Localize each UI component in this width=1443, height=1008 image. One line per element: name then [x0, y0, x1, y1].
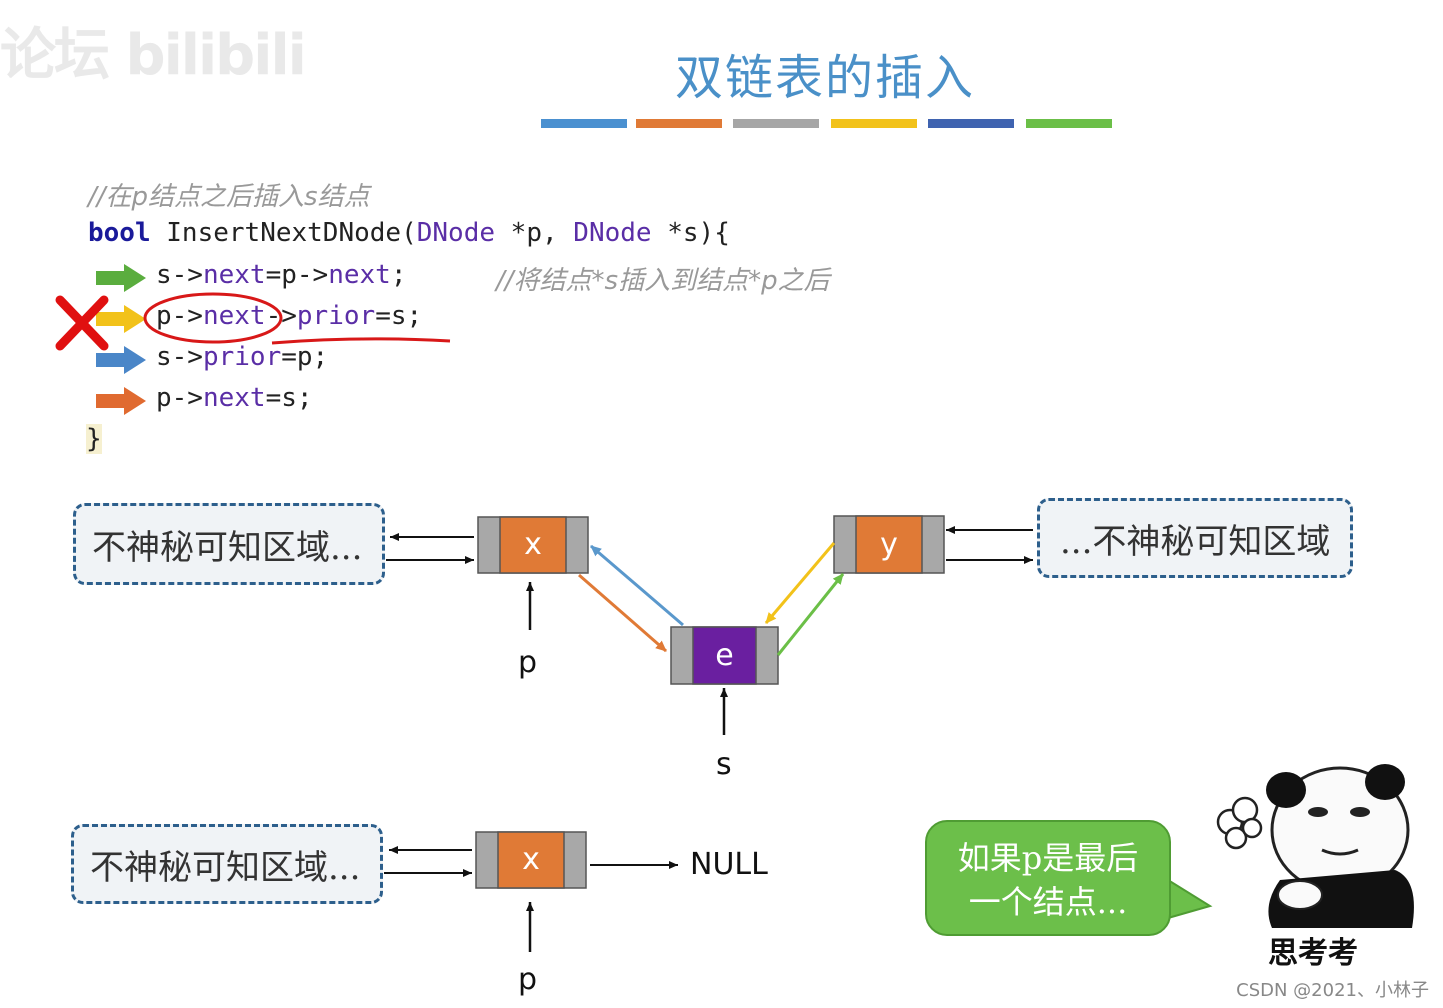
code-signature: bool InsertNextDNode(DNode *p, DNode *s)…: [88, 218, 730, 248]
color-bar: [1026, 119, 1112, 128]
color-bar: [928, 119, 1014, 128]
code-comment-line-1: //将结点*s插入到结点*p之后: [496, 266, 830, 296]
page-title: 双链表的插入: [675, 50, 976, 106]
param-p: *p,: [495, 218, 574, 248]
code-token: p->: [156, 383, 203, 413]
red-circle-annotation: [143, 292, 283, 344]
unknown-region-left: 不神秘可知区域...: [73, 503, 385, 585]
step-arrow-orange: [96, 387, 146, 415]
step-arrow-green: [96, 264, 146, 292]
node-y: [833, 515, 945, 574]
code-field: next: [202, 383, 266, 413]
arrow-next-x-to-e: [578, 573, 667, 653]
step-arrow-blue: [96, 346, 146, 374]
code-token: s->: [156, 342, 203, 372]
pointer-p-label: p: [518, 645, 538, 680]
code-field: next: [328, 260, 391, 290]
red-underline-annotation: [271, 337, 451, 345]
node-y-label: y: [880, 527, 898, 562]
credit-text: CSDN @2021、小林子: [1236, 980, 1429, 1001]
node-x: [477, 516, 589, 574]
param-s: *s){: [651, 218, 730, 248]
node-e-label: e: [715, 638, 734, 673]
step-arrow-yellow: [96, 305, 146, 333]
color-bar: [733, 119, 819, 128]
keyword-bool: bool: [88, 218, 151, 248]
node-e: [670, 626, 779, 685]
pointer-s-label: s: [716, 747, 732, 782]
thinking-panda-meme-icon: [1216, 764, 1414, 928]
type-dnode-2: DNode: [573, 218, 652, 248]
arrow-prior-e-to-x: [590, 544, 684, 627]
meme-caption: 思考考: [1268, 936, 1358, 971]
red-cross-icon: [55, 295, 109, 351]
type-dnode-1: DNode: [416, 218, 496, 248]
code-token: ;: [390, 260, 407, 290]
code-token: s->: [156, 260, 203, 290]
code-line-3: s->prior=p;: [156, 342, 328, 372]
node-x-bottom: [475, 831, 587, 889]
bubble-line-2: 一个结点...: [968, 883, 1128, 921]
unknown-region-bottom: 不神秘可知区域...: [71, 824, 383, 904]
color-bar: [831, 119, 917, 128]
node-x-label: x: [524, 527, 542, 562]
null-label: NULL: [690, 847, 768, 882]
code-token: p->: [156, 301, 203, 331]
code-line-1: s->next=p->next;: [156, 260, 407, 290]
unknown-region-right: ...不神秘可知区域: [1037, 498, 1353, 578]
code-token: =p;: [281, 342, 329, 372]
code-close-brace: }: [86, 424, 102, 454]
code-line-4: p->next=s;: [156, 383, 313, 413]
arrow-next-e-to-y: [776, 573, 845, 656]
code-field: next: [202, 260, 266, 290]
code-field: next: [202, 301, 266, 331]
function-name: InsertNextDNode(: [150, 218, 417, 248]
speech-bubble: 如果p是最后 一个结点...: [925, 820, 1171, 936]
bubble-tail: [1167, 878, 1213, 920]
arrow-prior-y-to-e: [764, 542, 836, 624]
color-bar: [636, 119, 722, 128]
code-token: =s;: [375, 301, 423, 331]
code-comment-top: //在p结点之后插入s结点: [88, 182, 370, 212]
code-line-2: p->next->prior=s;: [156, 301, 422, 331]
code-field: prior: [296, 301, 376, 331]
watermark: 论坛 bilibili: [0, 23, 307, 88]
code-field: prior: [202, 342, 282, 372]
code-token: =p->: [265, 260, 329, 290]
color-bar: [541, 119, 627, 128]
code-token: =s;: [265, 383, 313, 413]
bubble-line-1: 如果p是最后: [957, 839, 1139, 877]
pointer-p2-label: p: [518, 962, 538, 997]
node-x-bottom-label: x: [522, 842, 540, 877]
